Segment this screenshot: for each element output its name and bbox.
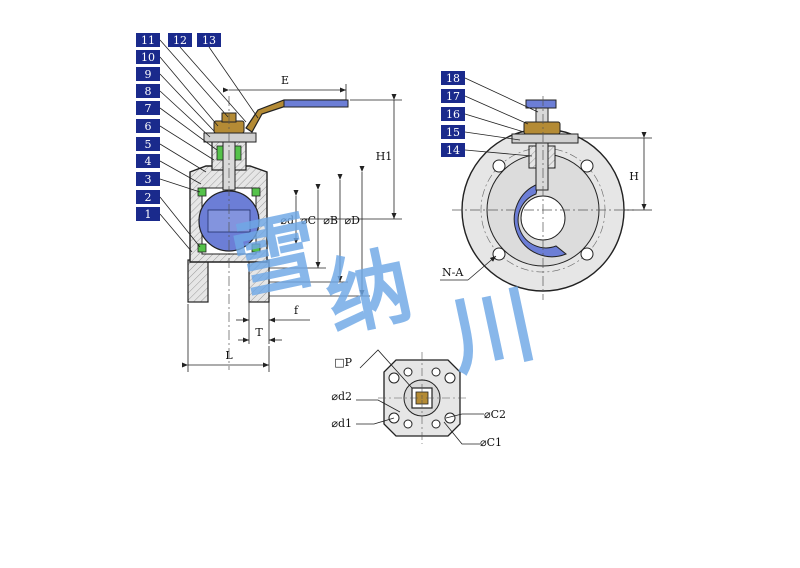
body-left-foot: [187, 259, 209, 303]
part-tag-15: 15: [441, 125, 465, 139]
pad-hole-1: [388, 372, 400, 384]
seat-upper-right: [251, 187, 261, 197]
mounting-plate: [203, 132, 257, 143]
dimensions-left: [182, 84, 402, 372]
watermark-char-3: 川: [441, 274, 544, 387]
part-tag-4: 4: [136, 154, 160, 168]
svg-text:11: 11: [141, 34, 155, 47]
dim-C2: ⌀C2: [484, 408, 506, 421]
bolt-hole-4: [580, 247, 594, 261]
dim-C1: ⌀C1: [480, 436, 502, 449]
end-view: [452, 96, 634, 300]
part-tag-3: 3: [136, 172, 160, 186]
pad-hole-7: [403, 419, 413, 429]
pad-hole-4: [444, 412, 456, 424]
dim-T: T: [255, 326, 263, 339]
part-tag-12: 12: [168, 33, 192, 47]
svg-text:12: 12: [173, 34, 187, 47]
dim-NA: N-A: [442, 266, 464, 279]
svg-text:6: 6: [145, 120, 152, 133]
dim-C: ⌀C: [301, 214, 316, 227]
seat-lower-left: [197, 243, 207, 253]
svg-text:16: 16: [446, 108, 460, 121]
part-tag-1: 1: [136, 207, 160, 221]
section-view: [187, 96, 349, 370]
dim-f: f: [294, 304, 299, 317]
leader-lines-right: [464, 77, 539, 157]
pad-hole-2: [444, 372, 456, 384]
svg-text:7: 7: [145, 102, 152, 115]
part-tags: 11 10 9 8 7 6 5 4: [136, 33, 221, 221]
dim-H1: H1: [376, 150, 393, 163]
part-tag-13: 13: [197, 33, 221, 47]
svg-text:14: 14: [446, 144, 460, 157]
end-stem-top: [535, 107, 549, 123]
bolt-hole-2: [580, 159, 594, 173]
packing: [216, 145, 224, 161]
part-tags-right: 18 17 16 15 14: [441, 71, 465, 157]
leader-lines-left: [159, 39, 259, 253]
part-tag-9: 9: [136, 67, 160, 81]
end-nut: [523, 121, 561, 135]
svg-text:13: 13: [202, 34, 216, 47]
part-tag-14: 14: [441, 143, 465, 157]
part-tag-18: 18: [441, 71, 465, 85]
svg-text:4: 4: [145, 155, 152, 168]
dim-d1: ⌀d1: [331, 417, 352, 430]
dimensions-pad: [356, 349, 484, 445]
dimension-labels-right: H N-A: [442, 170, 639, 279]
dimensions-right: [440, 132, 652, 281]
pad-hole-8: [431, 419, 441, 429]
dim-D: ⌀D: [345, 214, 361, 227]
seat-upper-left: [197, 187, 207, 197]
dim-d2: ⌀d2: [331, 390, 352, 403]
svg-text:3: 3: [145, 173, 152, 186]
svg-text:18: 18: [446, 72, 460, 85]
ball-end-crescent: [513, 183, 567, 258]
svg-text:15: 15: [446, 126, 460, 139]
bolt-hole-1: [492, 159, 506, 173]
handle-grip: [283, 99, 349, 108]
svg-text:2: 2: [145, 191, 152, 204]
dim-d: ⌀d: [280, 214, 294, 227]
packing-right: [234, 145, 242, 161]
svg-text:9: 9: [145, 68, 152, 81]
watermark-char-2: 纳: [317, 236, 420, 349]
watermark-char-1: 雪: [224, 199, 327, 312]
end-plate: [511, 133, 579, 144]
svg-text:10: 10: [141, 51, 155, 64]
svg-text:17: 17: [446, 90, 460, 103]
part-tag-16: 16: [441, 107, 465, 121]
dim-H: H: [629, 170, 639, 183]
pad-hole-6: [431, 367, 441, 377]
part-tag-10: 10: [136, 50, 160, 64]
dimension-labels-left: E H1 ⌀d ⌀C ⌀B ⌀D f T L: [225, 74, 392, 362]
end-handle-stub: [525, 99, 557, 109]
bolt-hole-3: [492, 247, 506, 261]
part-tag-17: 17: [441, 89, 465, 103]
seat-lower-right: [251, 243, 261, 253]
pad-hole-5: [403, 367, 413, 377]
dim-L: L: [225, 349, 233, 362]
dim-E: E: [281, 74, 289, 87]
watermark: 雪 纳 川: [224, 199, 543, 387]
dimension-labels-pad: □P ⌀d2 ⌀d1 ⌀C2 ⌀C1: [331, 356, 506, 449]
svg-text:8: 8: [145, 85, 152, 98]
svg-text:5: 5: [145, 138, 152, 151]
part-tag-2: 2: [136, 190, 160, 204]
svg-text:1: 1: [145, 208, 152, 221]
part-tag-5: 5: [136, 137, 160, 151]
part-tag-7: 7: [136, 101, 160, 115]
part-tag-6: 6: [136, 119, 160, 133]
dim-P: □P: [334, 356, 352, 369]
part-tag-11: 11: [136, 33, 160, 47]
top-pad-view: [378, 352, 466, 444]
part-tag-8: 8: [136, 84, 160, 98]
dim-B: ⌀B: [323, 214, 338, 227]
